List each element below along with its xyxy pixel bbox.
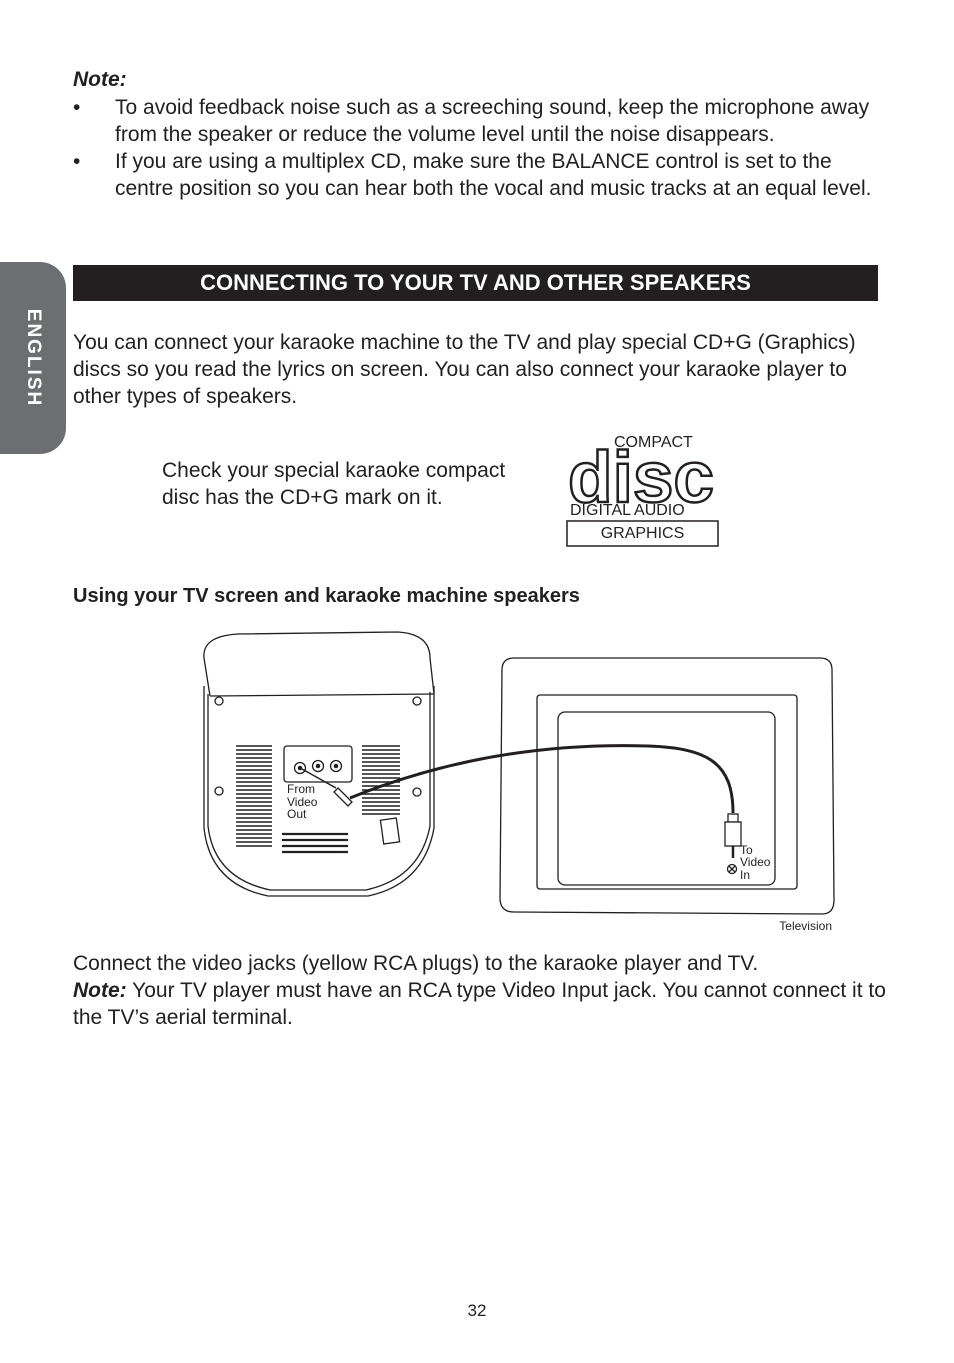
intro-paragraph: You can connect your karaoke machine to … [73,331,856,408]
connection-instructions: Connect the video jacks (yellow RCA plug… [73,950,893,1031]
vent-grille-bottom [282,832,348,854]
screw-hole [412,696,422,706]
jack-panel [283,745,353,783]
television-illustration [499,657,835,915]
note-bullet-text: If you are using a multiplex CD, make su… [115,150,872,200]
to-video-in-label: To Video In [740,843,774,882]
note-bullet: • To avoid feedback noise such as a scree… [73,94,893,148]
cd-graphics-logo: COMPACT disc DIGITAL AUDIO GRAPHICS [566,434,719,547]
screw-hole [412,787,422,797]
note-text: Your TV player must have an RCA type Vid… [73,979,886,1029]
subheading: Using your TV screen and karaoke machine… [73,585,580,607]
logo-digital-audio-text: DIGITAL AUDIO [570,502,685,519]
check-cdg-text: Check your special karaoke compact disc … [162,459,506,509]
section-title: CONNECTING TO YOUR TV AND OTHER SPEAKERS [73,265,878,301]
rca-cable [349,744,735,814]
player-top-lid [203,631,435,697]
note-bullet: • If you are using a multiplex CD, make s… [73,148,893,202]
bullet-glyph: • [73,150,81,173]
karaoke-player-illustration [203,631,435,897]
from-label-line: Video [287,795,318,809]
television-label: Television [779,919,832,933]
from-label-line: Out [287,807,307,821]
screw-hole [214,696,224,706]
vent-grille-right [362,745,400,815]
logo-graphics-text: GRAPHICS [601,525,685,542]
vent-grille-left [236,745,272,847]
connection-note: Note: Your TV player must have an RCA ty… [73,977,893,1031]
note-bullet-list: • To avoid feedback noise such as a scree… [73,94,893,202]
note-title: Note: [73,68,127,91]
from-label-line: From [287,782,315,796]
page-number: 32 [467,1301,487,1320]
to-label-line: To [740,843,753,857]
language-label: ENGLISH [23,308,44,408]
bullet-glyph: • [73,96,81,119]
connection-text: Connect the video jacks (yellow RCA plug… [73,952,759,975]
to-label-line: In [740,868,750,882]
logo-graphics-box [566,520,719,547]
language-side-tab: ENGLISH [0,262,66,454]
to-label-line: Video [740,855,771,869]
cord-clip [379,817,401,845]
note-bullet-text: To avoid feedback noise such as a screec… [115,96,870,146]
logo-disc-wordmark: disc [568,438,714,518]
tv-outer-cabinet [499,657,835,915]
connection-diagram: From Video Out To Video In Television [203,631,835,933]
tv-bezel [536,694,798,890]
rca-plug-tv-end [724,813,742,875]
rca-plug-player-end [301,768,353,807]
note-label: Note: [73,979,127,1002]
screw-hole [214,786,224,796]
tv-screen [557,711,776,886]
logo-compact-text: COMPACT [614,434,693,451]
from-video-out-label: From Video Out [287,782,321,821]
